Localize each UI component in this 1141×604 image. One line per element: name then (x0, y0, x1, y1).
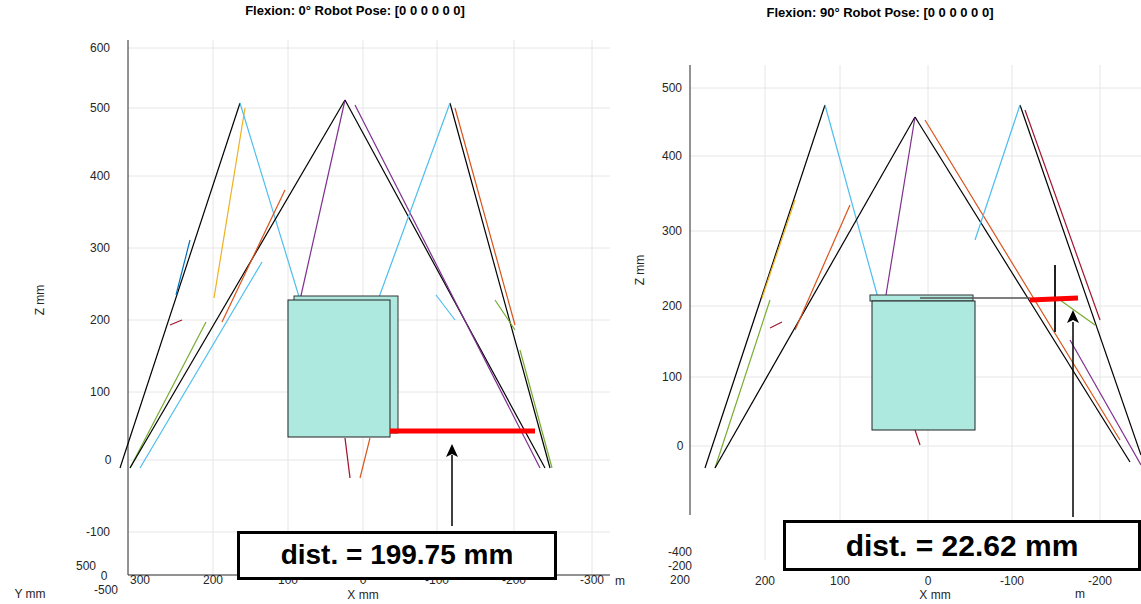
axis-tick: 200 (662, 300, 682, 312)
axis-label: Y mm (14, 588, 45, 600)
grid-lines (690, 65, 1141, 560)
robot-leg (770, 322, 782, 328)
robot-leg (886, 117, 915, 295)
knee-block (288, 300, 390, 437)
axis-tick: -200 (668, 560, 692, 572)
pointer-arrow (1072, 322, 1074, 517)
distance-callout-box: dist. = 199.75 mm (237, 531, 557, 580)
robot-leg (214, 108, 245, 298)
axis-tick: -500 (94, 584, 118, 596)
axis-tick: 500 (90, 102, 110, 114)
robot-leg (240, 103, 300, 300)
axis-label: Z mm (634, 255, 646, 286)
tibia-stem (360, 438, 370, 478)
robot-leg (176, 240, 190, 295)
axis-tick: 0 (677, 440, 684, 452)
distance-callout-box: dist. = 22.62 mm (783, 520, 1141, 571)
axis-tick: 100 (662, 371, 682, 383)
robot-leg (300, 100, 345, 300)
robot-leg (825, 105, 878, 298)
grid-lines (128, 40, 610, 575)
pointer-arrowhead (1067, 310, 1079, 323)
plot-title: Flexion: 0° Robot Pose: [0 0 0 0 0 0] (245, 4, 465, 17)
robot-leg (120, 103, 240, 468)
implant-rod (920, 297, 1030, 299)
pointer-arrowhead (446, 444, 458, 457)
pointer-arrow (451, 455, 453, 526)
distance-line (1030, 298, 1078, 300)
axis-tick: 500 (76, 560, 96, 572)
tibia-stem (915, 430, 920, 445)
axis-tick: 100 (830, 575, 850, 587)
axis-tick: 300 (90, 242, 110, 254)
robot-leg (762, 200, 795, 298)
axis-label: X mm (919, 589, 950, 601)
axis-tick: -100 (1000, 575, 1024, 587)
plot-title: Flexion: 90° Robot Pose: [0 0 0 0 0 0] (767, 6, 994, 19)
axis-tick: 200 (670, 574, 690, 586)
axis-label: X mm (347, 589, 378, 601)
axis-tick: 300 (130, 574, 150, 586)
robot-leg (705, 105, 825, 468)
axis-tick: -200 (1088, 575, 1112, 587)
axis-lines (690, 65, 691, 515)
tibia-stem (345, 438, 350, 478)
robot-leg (436, 295, 455, 320)
axis-tick: -300 (580, 574, 604, 586)
robot-leg (450, 103, 550, 468)
axis-tick: 500 (662, 82, 682, 94)
robot-leg (455, 108, 515, 325)
axis-tick: 400 (662, 150, 682, 162)
axis-label: m (615, 575, 625, 587)
robot-leg (378, 103, 450, 300)
robot-leg (975, 105, 1020, 240)
robot-leg (495, 300, 515, 330)
robot-leg (1060, 300, 1095, 325)
axis-tick: 200 (90, 314, 110, 326)
axis-tick: 0 (925, 575, 932, 587)
axis-tick: 600 (90, 42, 110, 54)
robot-leg (170, 320, 182, 325)
distance-line (390, 429, 535, 434)
axis-tick: 200 (755, 575, 775, 587)
robot-leg (715, 300, 770, 468)
knee-block (872, 301, 975, 430)
axis-tick: 100 (90, 386, 110, 398)
robot-leg (1020, 105, 1141, 455)
robot-leg (1070, 340, 1141, 465)
axis-label: m (1075, 588, 1085, 600)
axis-tick: 0 (101, 570, 108, 582)
axis-lines (128, 40, 610, 575)
robot-leg (130, 322, 206, 468)
axis-tick: 0 (105, 454, 112, 466)
axis-tick: 200 (203, 574, 223, 586)
axis-tick: -400 (668, 546, 692, 558)
axis-label: Z mm (34, 285, 46, 316)
robot-leg (795, 205, 850, 330)
distance-value: dist. = 22.62 mm (846, 529, 1079, 562)
robot-leg (520, 350, 552, 468)
robot-leg (222, 190, 285, 322)
distance-value: dist. = 199.75 mm (281, 540, 514, 571)
axis-tick: 400 (90, 170, 110, 182)
robot-leg (140, 262, 262, 468)
robot-leg (1025, 110, 1100, 320)
axis-tick: -100 (86, 526, 110, 538)
axis-tick: 300 (662, 225, 682, 237)
